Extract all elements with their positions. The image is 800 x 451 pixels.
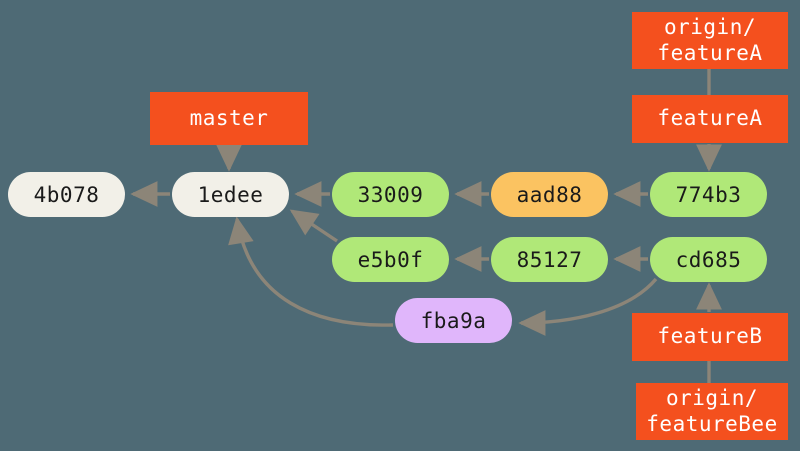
commit-node-aad88[interactable]: aad88 [491,172,608,217]
branch-label-line: featureBee [646,411,778,436]
branch-label-line: origin/ [663,14,756,39]
commit-node-85127[interactable]: 85127 [491,237,608,282]
edge-fba9a-to-1edee [228,216,394,327]
branch-label-text: master [190,106,269,132]
commit-label: aad88 [516,182,583,207]
branch-label-origin-featureA[interactable]: origin/featureA [632,12,788,69]
branch-label-line: origin/ [665,385,758,410]
commit-node-4b078[interactable]: 4b078 [8,172,125,217]
commit-node-1edee[interactable]: 1edee [172,172,289,217]
branch-label-line: featureB [657,324,763,349]
branch-label-text: featureA [657,106,762,132]
branch-label-origin-featureBee[interactable]: origin/featureBee [636,383,788,440]
edge-e5b0f-to-1edee [289,209,338,243]
branch-label-featureB[interactable]: featureB [632,313,788,361]
commit-label: cd685 [675,247,742,272]
commit-node-33009[interactable]: 33009 [332,172,449,217]
commit-node-fba9a[interactable]: fba9a [395,298,512,343]
commit-label: 85127 [516,247,583,272]
branch-label-line: master [189,105,269,130]
commit-label: 33009 [357,182,424,207]
branch-label-master[interactable]: master [150,92,308,145]
commit-label: 1edee [197,182,264,207]
branch-label-text: origin/featureBee [646,386,777,437]
branch-label-featureA[interactable]: featureA [632,95,788,143]
branch-label-text: origin/featureA [657,15,762,66]
branch-label-line: featureA [657,106,763,131]
commit-label: 774b3 [675,182,742,207]
commit-label: fba9a [420,308,487,333]
edge-cd685-to-fba9a [518,277,658,336]
commit-label: 4b078 [33,182,100,207]
branch-label-line: featureA [657,40,763,65]
commit-node-cd685[interactable]: cd685 [650,237,767,282]
commit-node-e5b0f[interactable]: e5b0f [332,237,449,282]
branch-label-text: featureB [657,324,762,350]
commit-label: e5b0f [357,247,424,272]
commit-node-774b3[interactable]: 774b3 [650,172,767,217]
